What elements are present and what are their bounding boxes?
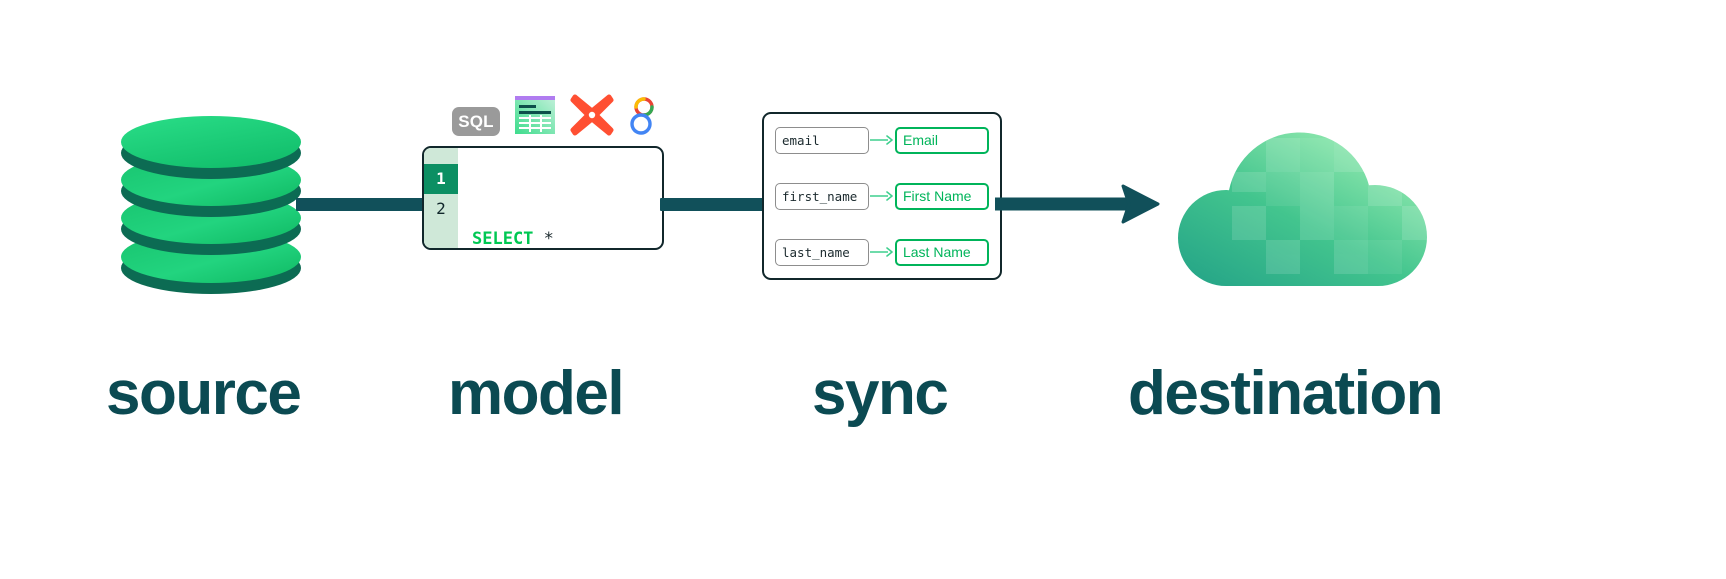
- destination-field-email[interactable]: Email: [894, 126, 989, 154]
- mapping-row: email Email: [775, 126, 989, 154]
- connector-model-to-sync: [660, 198, 770, 211]
- label-model: model: [448, 359, 625, 428]
- connector-source-to-model: [296, 198, 428, 211]
- mapping-arrow-icon: [869, 245, 895, 259]
- sql-code-area[interactable]: SELECT * FROM users;: [458, 148, 662, 248]
- connector-sync-to-destination-arrow: [995, 180, 1170, 228]
- label-sync: sync: [812, 359, 949, 428]
- mapping-arrow-icon: [869, 189, 895, 203]
- database-cylinder-icon: [118, 105, 304, 295]
- looker-icon: [628, 96, 658, 136]
- label-destination: destination: [1128, 359, 1444, 428]
- model-tool-icons: SQL: [452, 90, 658, 136]
- label-source: source: [106, 359, 302, 428]
- mapping-arrow-icon: [869, 133, 895, 147]
- sync-mapping-card[interactable]: email Email first_name First Name last_n…: [762, 112, 1002, 280]
- source-field-email[interactable]: email: [775, 126, 869, 154]
- editor-line-number-gutter: 1 2: [424, 148, 458, 248]
- google-sheets-icon: [514, 94, 556, 136]
- sql-icon: SQL: [452, 107, 500, 136]
- cloud-icon: [1148, 108, 1448, 293]
- sql-line-1-rest: *: [533, 229, 554, 249]
- dbt-x-icon: [570, 94, 614, 136]
- source-field-last-name[interactable]: last_name: [775, 238, 869, 266]
- source-field-first-name[interactable]: first_name: [775, 182, 869, 210]
- destination-field-last-name[interactable]: Last Name: [894, 238, 989, 266]
- mapping-row: first_name First Name: [775, 182, 989, 210]
- line-number-1: 1: [424, 164, 458, 194]
- destination-field-first-name[interactable]: First Name: [894, 182, 989, 210]
- sql-keyword-select: SELECT: [472, 229, 534, 249]
- sql-editor-card[interactable]: 1 2 SELECT * FROM users;: [422, 146, 664, 250]
- code-line-1: SELECT *: [472, 224, 662, 249]
- stage-labels: source model sync destination: [0, 358, 1726, 448]
- mapping-row: last_name Last Name: [775, 238, 989, 266]
- line-number-2: 2: [436, 199, 446, 218]
